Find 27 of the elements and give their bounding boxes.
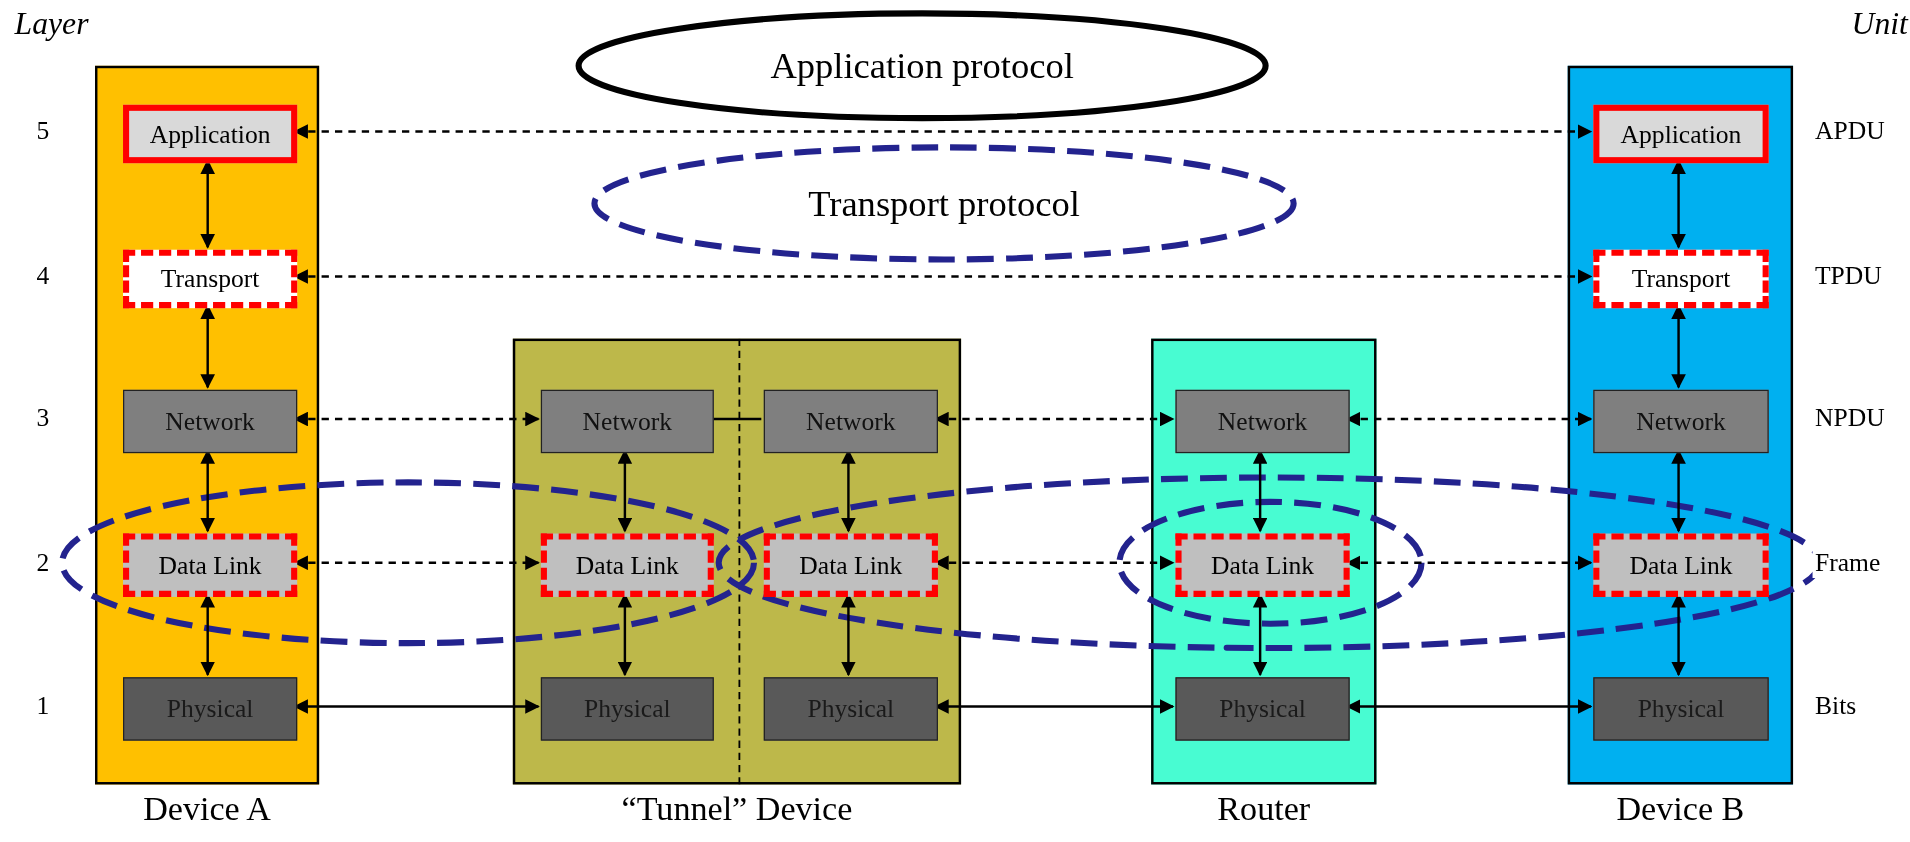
layer-box: Network [1593, 389, 1769, 454]
layer-box: Data Link [1175, 533, 1350, 597]
protocol-ellipse: Transport protocol [590, 143, 1298, 264]
layer-box: Network [540, 389, 714, 454]
layer-box: Data Link [123, 533, 298, 597]
device-label: “Tunnel” Device [621, 789, 853, 829]
layer-box: Application [123, 104, 298, 164]
connector-line [711, 417, 762, 421]
device-label: Device A [143, 789, 271, 829]
layer-box: Physical [123, 677, 298, 741]
device-label: Router [1217, 789, 1311, 829]
unit-label: Frame [1812, 547, 1883, 578]
layer-box: Physical [540, 677, 714, 741]
protocol-ellipse: Application protocol [574, 9, 1270, 122]
layer-box: Transport [123, 249, 298, 309]
device-label: Device B [1616, 789, 1745, 829]
layer-box: Data Link [763, 533, 938, 597]
layer-box: Application [1593, 104, 1769, 164]
layer-box: Network [123, 389, 298, 454]
layer-box: Network [1175, 389, 1350, 454]
layer-box: Physical [1593, 677, 1769, 741]
layer-box: Data Link [540, 533, 714, 597]
layer-box: Data Link [1593, 533, 1769, 597]
layer-box: Transport [1593, 249, 1769, 309]
layer-box: Network [763, 389, 938, 454]
layer-box: Physical [1175, 677, 1350, 741]
layer-box: Physical [763, 677, 938, 741]
